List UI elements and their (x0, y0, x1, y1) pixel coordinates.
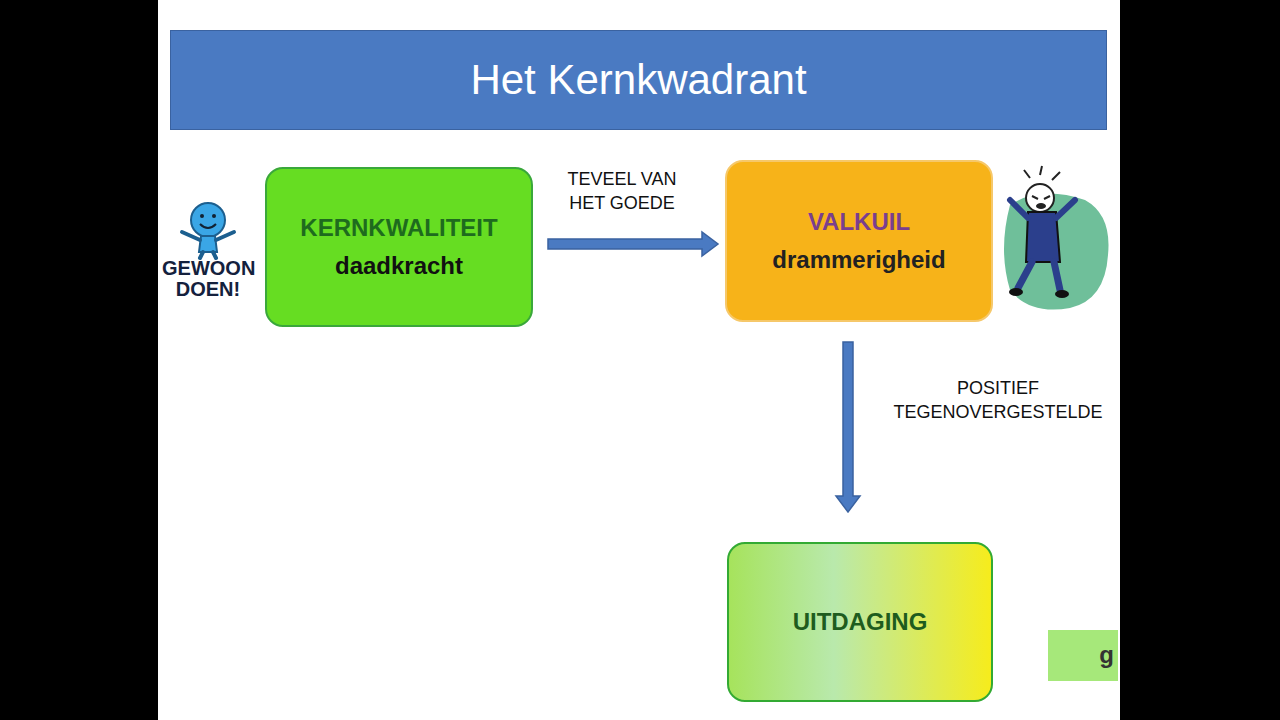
pitfall-box: VALKUILdrammerigheid (725, 160, 993, 322)
box-heading: g (1099, 636, 1114, 674)
box-heading: KERNKWALITEIT (300, 209, 497, 247)
box-heading: UITDAGING (793, 603, 928, 641)
arrow-label: POSITIEF TEGENOVERGESTELDE (880, 375, 1116, 426)
slide-title: Het Kernkwadrant (470, 56, 806, 104)
partial-box: g (1048, 630, 1118, 681)
block-arrow (836, 342, 860, 512)
smiley-figure (182, 203, 234, 258)
title-bar: Het Kernkwadrant (170, 30, 1107, 130)
crying-child (1004, 166, 1109, 310)
challenge-box: UITDAGING (727, 542, 993, 702)
black-border (1120, 0, 1280, 720)
arrow-label: TEVEEL VAN HET GOEDE (549, 166, 695, 217)
box-text: daadkracht (335, 247, 463, 285)
box-heading: VALKUIL (808, 203, 910, 241)
core-quality-box: KERNKWALITEITdaadkracht (265, 167, 533, 327)
box-text: drammerigheid (772, 241, 945, 279)
icon-caption: GEWOON DOEN! (162, 258, 254, 300)
block-arrow (548, 232, 718, 256)
